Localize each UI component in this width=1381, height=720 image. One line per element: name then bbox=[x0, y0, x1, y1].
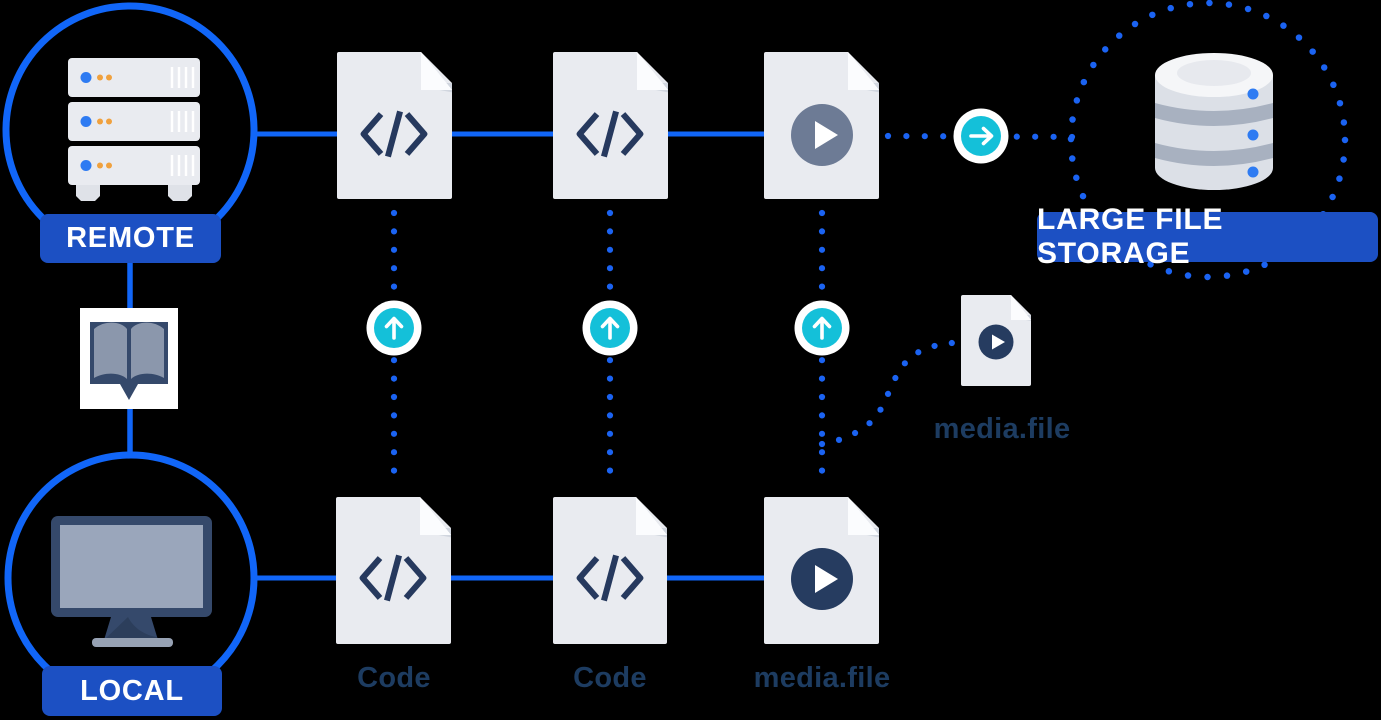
remote-badge-label: REMOTE bbox=[66, 222, 195, 254]
code-file-icon bbox=[337, 52, 452, 199]
server-foot bbox=[76, 185, 100, 201]
code-glyph bbox=[357, 552, 429, 604]
code-file-icon bbox=[553, 497, 667, 644]
monitor-icon bbox=[50, 515, 215, 649]
code-glyph bbox=[574, 552, 646, 604]
local-badge-label: LOCAL bbox=[80, 674, 184, 707]
server-icon bbox=[66, 54, 202, 204]
large-file-storage-badge-label: LARGE FILE STORAGE bbox=[1037, 203, 1224, 270]
server-unit bbox=[68, 58, 200, 97]
code-glyph bbox=[574, 108, 646, 160]
play-icon bbox=[790, 103, 854, 167]
play-icon bbox=[790, 547, 854, 611]
book-icon bbox=[80, 308, 178, 409]
media-file-label: media.file bbox=[753, 662, 891, 694]
media-file-icon bbox=[764, 497, 879, 644]
server-unit bbox=[68, 102, 200, 141]
large-file-storage-badge: LARGE FILE STORAGE bbox=[1037, 203, 1378, 270]
media-pointer-label: media.file bbox=[933, 413, 1071, 445]
remote-badge: REMOTE bbox=[40, 214, 221, 263]
code-glyph bbox=[358, 108, 430, 160]
play-icon bbox=[978, 324, 1014, 360]
storage-dotted-circle bbox=[1067, 0, 1349, 281]
upload-arrow-icon bbox=[582, 300, 638, 356]
upload-arrow-icon bbox=[794, 300, 850, 356]
transfer-arrow-icon bbox=[953, 108, 1009, 164]
pointer-curve bbox=[818, 339, 956, 448]
database-icon bbox=[1150, 48, 1278, 196]
code-file-icon bbox=[553, 52, 668, 199]
local-badge: LOCAL bbox=[42, 666, 222, 716]
code-file-label: Code bbox=[357, 662, 431, 694]
media-file-icon bbox=[764, 52, 879, 199]
server-unit bbox=[68, 146, 200, 185]
code-file-label: Code bbox=[573, 662, 647, 694]
code-file-icon bbox=[336, 497, 451, 644]
server-foot bbox=[168, 185, 192, 201]
upload-arrow-icon bbox=[366, 300, 422, 356]
media-pointer-file-icon bbox=[961, 295, 1031, 386]
